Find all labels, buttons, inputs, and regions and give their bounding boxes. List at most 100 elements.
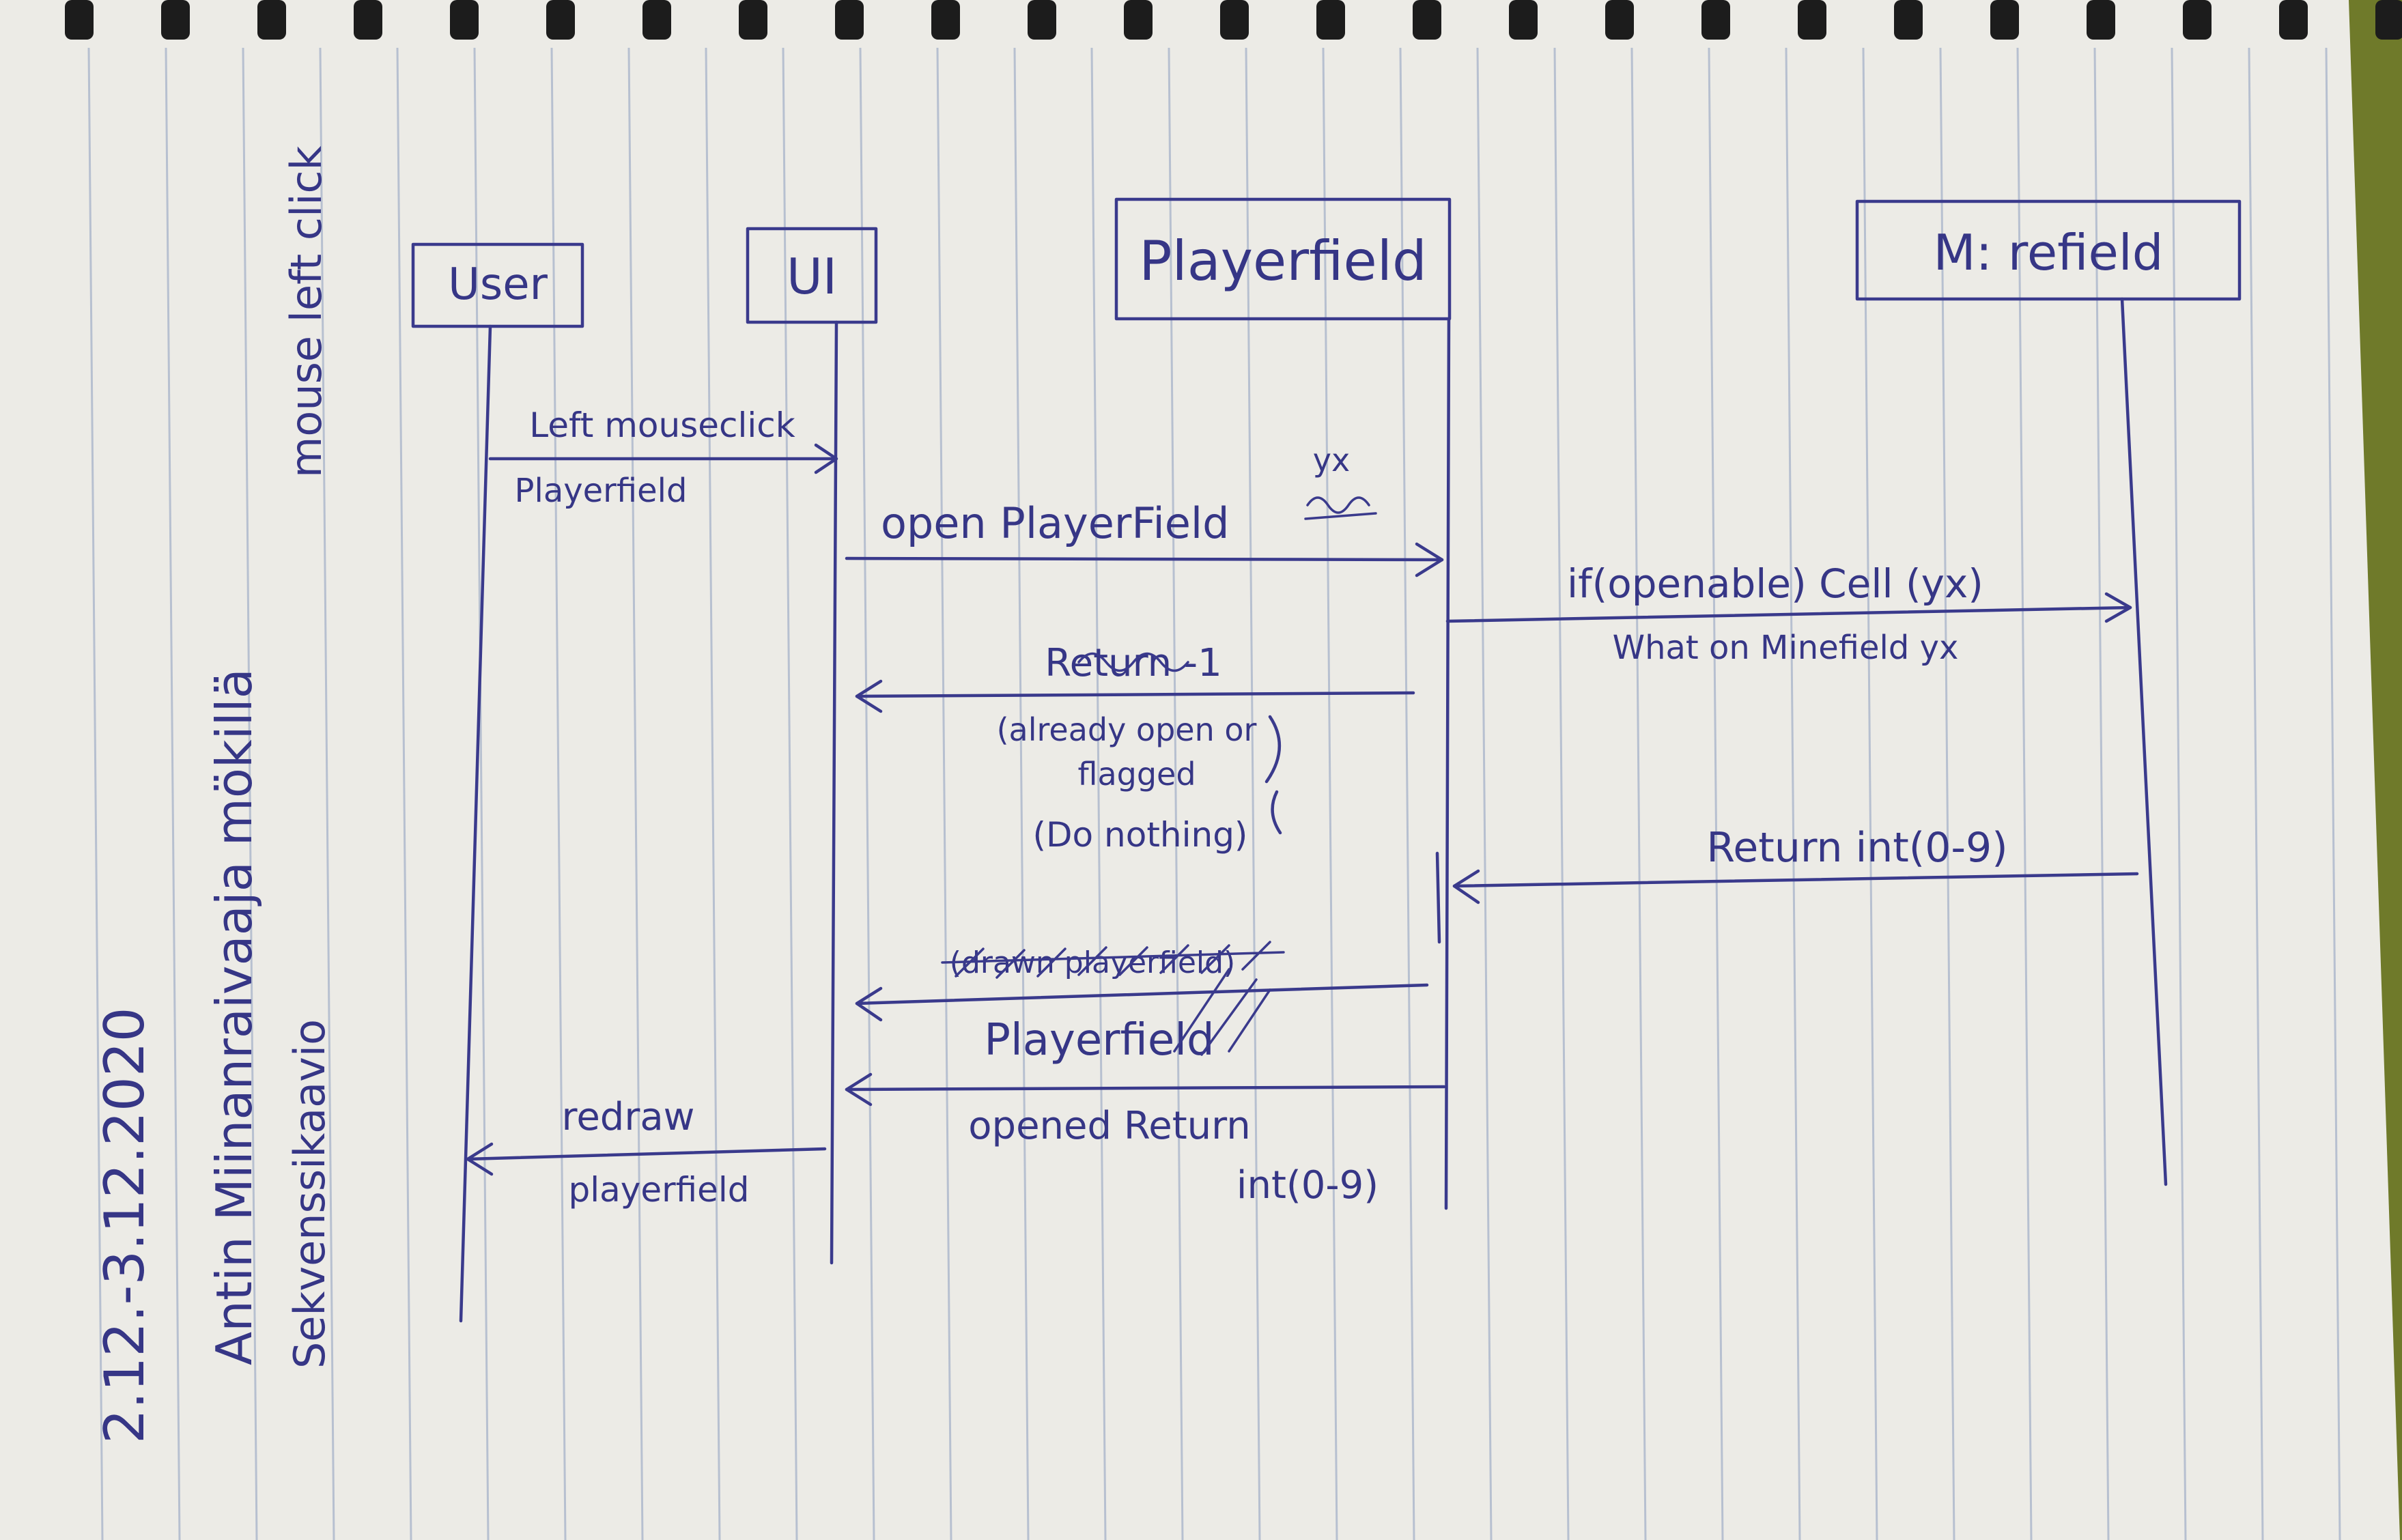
lifeline-playerfield [1444,317,1451,1210]
message-left-mouseclick: Left mouseclick Playerfield [488,405,838,510]
spiral-ring [1894,0,1923,40]
ruled-line [1476,47,1493,1540]
side-notes: 2.12.-3.12.2020 Antin Miinanraivaaja mök… [93,145,335,1444]
side-note-title: Antin Miinanraivaaja mökillä [206,668,263,1365]
ruled-line [1399,47,1415,1540]
message-7-label: opened Return [968,1104,1250,1148]
spiral-ring [1124,0,1153,40]
spiral-ring [739,0,767,40]
participant-playerfield-label: Playerfield [1139,229,1427,293]
ruled-line [705,47,721,1540]
lifeline-user [459,324,492,1323]
ruled-line [87,47,104,1540]
ruled-line [859,47,875,1540]
spiral-ring [835,0,864,40]
message-5-label: Return int(0-9) [1706,824,2007,872]
ruled-line [2016,47,2033,1540]
spiral-ring [450,0,479,40]
ruled-line [1553,47,1570,1540]
message-redraw: redraw playerfield [466,1095,827,1210]
message-7-sublabel: int(0-9) [1237,1163,1379,1208]
ruled-line [396,47,412,1540]
side-note-trigger: mouse left click [281,145,331,478]
spiral-ring [1028,0,1056,40]
participant-user: User [411,242,584,328]
ruled-line [1862,47,1878,1540]
participant-ui-label: UI [787,248,837,305]
message-4-note-3: (Do nothing) [1033,815,1248,855]
spiral-ring [257,0,286,40]
message-if-openable: if(openable) Cell (yx) What on Minefield… [1445,560,2132,667]
ruled-lines [87,47,2341,1540]
participant-user-label: User [448,259,548,310]
message-open-playerfield: open PlayerField yx [845,442,1444,578]
ruled-line [319,47,335,1540]
spiral-ring [2183,0,2212,40]
spiral-binding [65,0,2402,40]
ruled-line [936,47,952,1540]
spiral-ring [1220,0,1249,40]
spiral-ring [1798,0,1826,40]
ruled-line [1708,47,1724,1540]
spiral-ring [1316,0,1345,40]
message-1-label: Left mouseclick [529,405,795,445]
spiral-ring [1509,0,1538,40]
message-opened-return: opened Return int(0-9) [845,1072,1446,1208]
ruled-line [473,47,490,1540]
spiral-ring [1605,0,1634,40]
ruled-line [1168,47,1184,1540]
side-note-dates: 2.12.-3.12.2020 [93,1007,156,1444]
message-2-args: yx [1313,442,1350,479]
spiral-ring [354,0,382,40]
lifeline-minefield [2120,297,2168,1186]
message-6-label: Playerfield [984,1015,1214,1066]
spiral-ring [1990,0,2019,40]
ruled-line [1245,47,1261,1540]
ruled-line [2093,47,2110,1540]
ruled-line [2325,47,2341,1540]
spiral-ring [1701,0,1730,40]
participant-ui: UI [746,227,878,324]
ruled-line [782,47,798,1540]
ruled-line [1785,47,1801,1540]
message-1-sublabel: Playerfield [515,472,688,510]
ruled-line [627,47,644,1540]
message-3-sublabel: What on Minefield yx [1613,629,1959,667]
lifeline-ui [830,320,838,1265]
spiral-ring [642,0,671,40]
spiral-ring [1413,0,1441,40]
participant-minefield-label: M: refield [1934,224,2164,281]
participant-playerfield: Playerfield [1114,197,1452,321]
message-8-sublabel: playerfield [568,1170,749,1210]
ruled-line [165,47,181,1540]
side-note-kind: Sekvenssikaavio [285,1019,335,1369]
spiral-ring [161,0,190,40]
ruled-line [1090,47,1107,1540]
activation-bar [1435,851,1441,944]
ruled-line [2171,47,2187,1540]
message-8-label: redraw [562,1095,695,1139]
message-3-label: if(openable) Cell (yx) [1567,560,1983,607]
message-playerfield: (drawn playerfield) Playerfield [855,941,1429,1066]
spiral-ring [546,0,575,40]
message-4-note-1: (already open or [997,711,1257,748]
message-4-note-2: flagged [1077,756,1196,793]
spiral-ring [2087,0,2115,40]
spiral-ring [2375,0,2402,40]
ruled-line [2248,47,2264,1540]
ruled-line [550,47,567,1540]
message-return-int: Return int(0-9) [1452,824,2139,904]
ruled-line [1630,47,1647,1540]
ruled-line [1322,47,1338,1540]
message-2-label: open PlayerField [881,498,1229,548]
ruled-line [1939,47,1955,1540]
message-6-struck-label: (drawn playerfield) [950,945,1235,980]
ruled-line [1013,47,1030,1540]
spiral-ring [931,0,960,40]
spiral-ring [65,0,94,40]
participant-minefield: M: refield [1855,199,2242,301]
ruled-line [242,47,258,1540]
spiral-ring [2279,0,2308,40]
